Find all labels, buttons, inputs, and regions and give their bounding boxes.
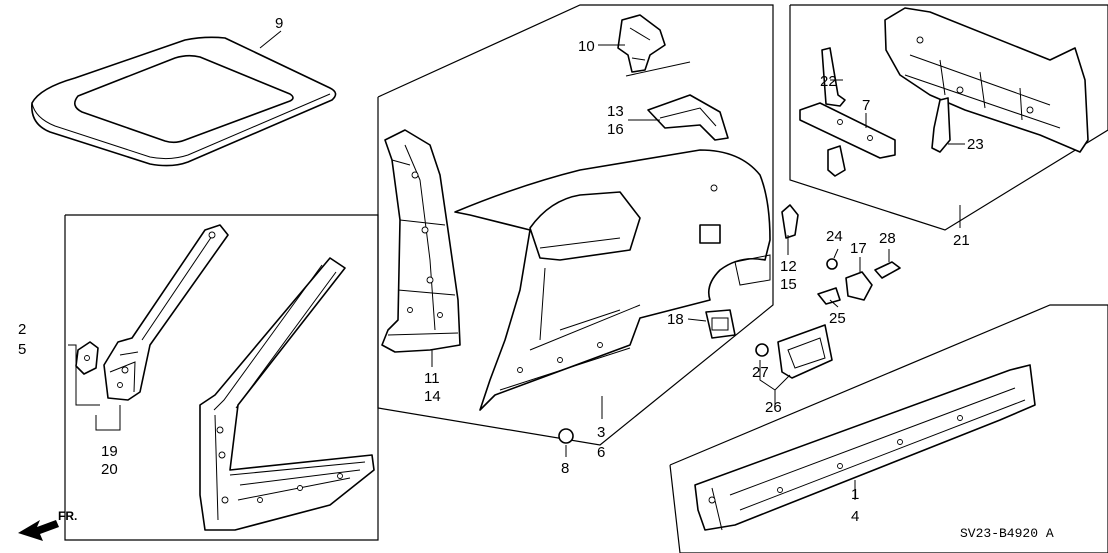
callout-21: 21 xyxy=(953,232,970,249)
callout-10: 10 xyxy=(578,38,595,55)
callout-24: 24 xyxy=(826,228,843,245)
callout-26: 26 xyxy=(765,399,782,416)
rear-panel xyxy=(884,7,1089,153)
callout-13: 13 xyxy=(607,103,624,120)
rear-inner-bracket xyxy=(827,145,846,177)
callout-6: 6 xyxy=(597,444,605,461)
callout-19: 19 xyxy=(101,443,118,460)
callout-12: 12 xyxy=(780,258,797,275)
fuel-bolt xyxy=(874,261,901,279)
callout-22: 22 xyxy=(820,73,837,90)
callout-8: 8 xyxy=(561,460,569,477)
front-arrow-icon xyxy=(18,520,59,541)
rear-stiffener-left xyxy=(821,47,846,107)
callout-27: 27 xyxy=(752,364,769,381)
frame-sill xyxy=(669,304,1108,553)
callout-4: 4 xyxy=(851,508,859,525)
callout-28: 28 xyxy=(879,230,896,247)
fuel-lid-base xyxy=(777,324,833,379)
rear-lower-panel xyxy=(799,102,896,159)
group-frames xyxy=(64,4,1108,553)
callout-16: 16 xyxy=(607,121,624,138)
front-pillar-outer-sill xyxy=(199,257,375,531)
callout-25: 25 xyxy=(829,310,846,327)
callout-14: 14 xyxy=(424,388,441,405)
frame-pillars xyxy=(64,214,379,541)
hinge-bracket xyxy=(75,341,99,375)
front-direction-indicator: FR. xyxy=(18,509,77,541)
callout-20: 20 xyxy=(101,461,118,478)
callout-23: 23 xyxy=(967,136,984,153)
leader-lines xyxy=(68,30,965,500)
front-pillar-inner xyxy=(103,224,229,401)
callout-1: 1 xyxy=(851,486,859,503)
callout-2: 2 xyxy=(18,321,26,338)
callout-7: 7 xyxy=(862,97,870,114)
callout-15: 15 xyxy=(780,276,797,293)
callout-11: 11 xyxy=(424,370,440,387)
callout-5: 5 xyxy=(18,341,26,358)
plug xyxy=(558,428,574,444)
drawing-code: SV23-B4920 A xyxy=(960,526,1054,541)
side-sill-panel xyxy=(694,364,1036,531)
callout-9: 9 xyxy=(275,15,283,32)
rear-bracket xyxy=(781,204,799,239)
outer-side-panel xyxy=(454,149,771,411)
frame-rear-panel xyxy=(789,4,1108,231)
front-direction-label: FR. xyxy=(58,509,77,523)
rear-stiffener-right xyxy=(931,97,951,153)
callout-labels: 9 10 13 16 22 7 23 21 12 15 24 17 28 25 … xyxy=(18,15,984,525)
fuel-lid-hinge xyxy=(705,309,736,339)
fuel-clip xyxy=(817,258,841,305)
callout-17: 17 xyxy=(850,240,867,257)
fuel-grommet xyxy=(755,343,769,357)
upper-bracket xyxy=(617,14,666,73)
center-pillar xyxy=(381,129,461,353)
roof-panel xyxy=(31,36,337,167)
callout-3: 3 xyxy=(597,424,605,441)
callout-18: 18 xyxy=(667,311,684,328)
fuel-filler-spring xyxy=(845,271,873,301)
wheelhouse-extension xyxy=(647,94,729,141)
